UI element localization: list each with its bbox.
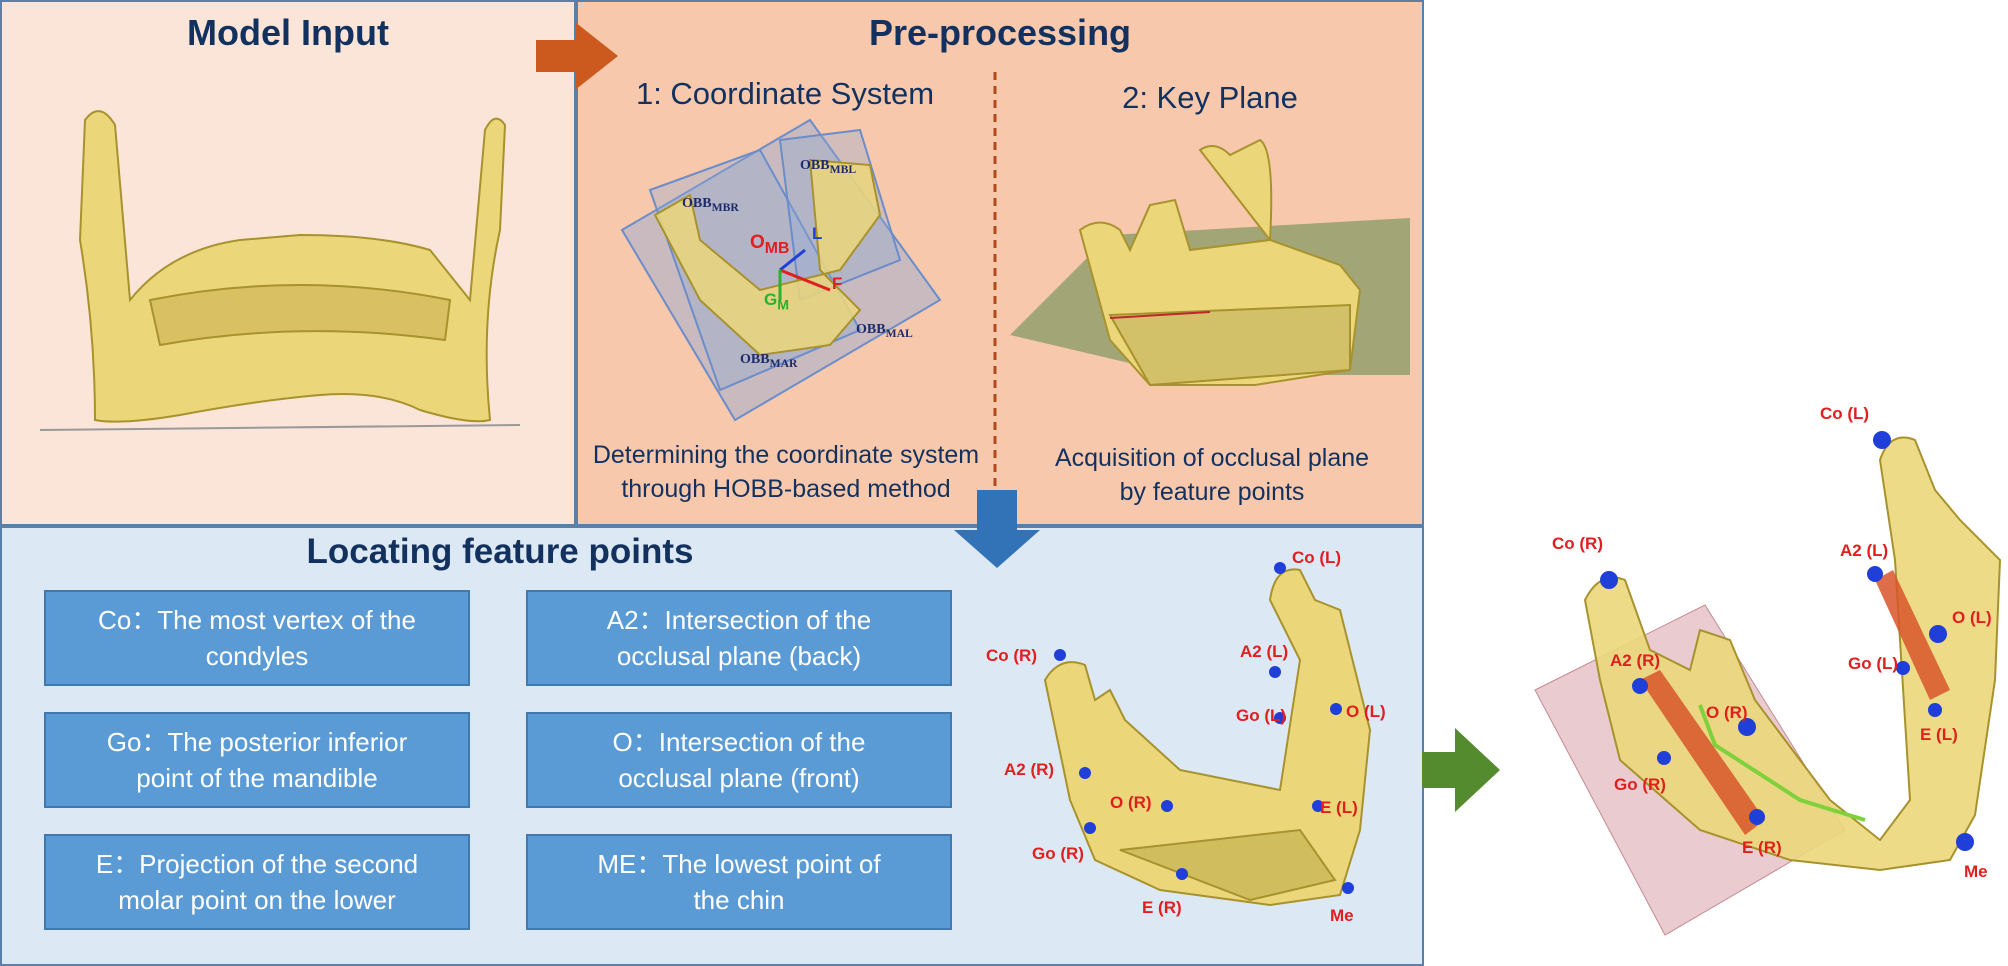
occlusal-intersection-line: [1109, 311, 1211, 319]
res-label-co-l: Co (L): [1820, 404, 1870, 423]
obb-mbl-label: OBBMBL: [800, 158, 857, 176]
locating-landmarks: [1054, 562, 1354, 894]
axis-origin-label: OMB: [750, 232, 790, 257]
res-label-go-l: Go (L): [1848, 654, 1899, 673]
loc-label-a2-l: A2 (L): [1240, 642, 1289, 661]
step1-mandible-model: [653, 158, 882, 357]
res-label-me: Me: [1964, 862, 1988, 881]
loc-label-go-l: Go (L): [1236, 706, 1287, 725]
result-landmarks: [1600, 431, 1974, 851]
orange-arrow-right: [536, 22, 618, 90]
loc-label-me: Me: [1330, 906, 1354, 925]
loc-label-a2-r: A2 (R): [1004, 760, 1055, 779]
loc-label-go-r: Go (R): [1032, 844, 1084, 863]
axis-l-label: L: [812, 224, 823, 243]
res-label-a2-r: A2 (R): [1610, 651, 1661, 670]
loc-label-e-r: E (R): [1142, 898, 1182, 917]
axis-g-label: GM: [764, 290, 790, 314]
model-input-title: Model Input: [187, 12, 389, 53]
res-label-o-l: O (L): [1952, 608, 1992, 627]
loc-label-o-r: O (R): [1110, 793, 1152, 812]
axis-f-label: F: [832, 274, 843, 293]
input-mandible-model: [78, 110, 507, 423]
res-label-e-r: E (R): [1742, 838, 1782, 857]
obb-mbr-label: OBBMBR: [682, 196, 739, 214]
blue-arrow-down: [954, 490, 1040, 568]
input-ground-line: [39, 424, 521, 431]
res-label-go-r: Go (R): [1614, 775, 1666, 794]
loc-label-co-r: Co (R): [986, 646, 1037, 665]
coordinate-axes: [778, 248, 831, 300]
locating-title: Locating feature points: [306, 532, 694, 571]
obb-mar-label: OBBMAR: [740, 352, 798, 370]
res-label-o-r: O (R): [1706, 703, 1748, 722]
result-muscle-right: [1640, 670, 1765, 835]
preprocessing-title: Pre-processing: [868, 12, 1132, 53]
obb-mal-label: OBBMAL: [856, 322, 913, 340]
loc-label-e-l: E (L): [1320, 798, 1358, 817]
loc-label-co-l: Co (L): [1292, 548, 1342, 567]
step2-caption: Acquisition of occlusal plane by feature…: [1054, 444, 1370, 506]
res-label-e-l: E (L): [1920, 725, 1958, 744]
green-arrow-right: [1422, 728, 1500, 812]
result-nerve-canal: [1698, 704, 1866, 822]
step2-title: 2: Key Plane: [1122, 80, 1298, 115]
step2-mandible-model: [1078, 138, 1362, 387]
res-label-a2-l: A2 (L): [1840, 541, 1889, 560]
loc-label-o-l: O (L): [1346, 702, 1386, 721]
step1-caption: Determining the coordinate system throug…: [592, 441, 980, 503]
step1-title: 1: Coordinate System: [635, 76, 935, 111]
result-muscle-left: [1875, 570, 1950, 700]
res-label-co-r: Co (R): [1552, 534, 1603, 553]
locating-mandible-model: [1043, 568, 1372, 907]
